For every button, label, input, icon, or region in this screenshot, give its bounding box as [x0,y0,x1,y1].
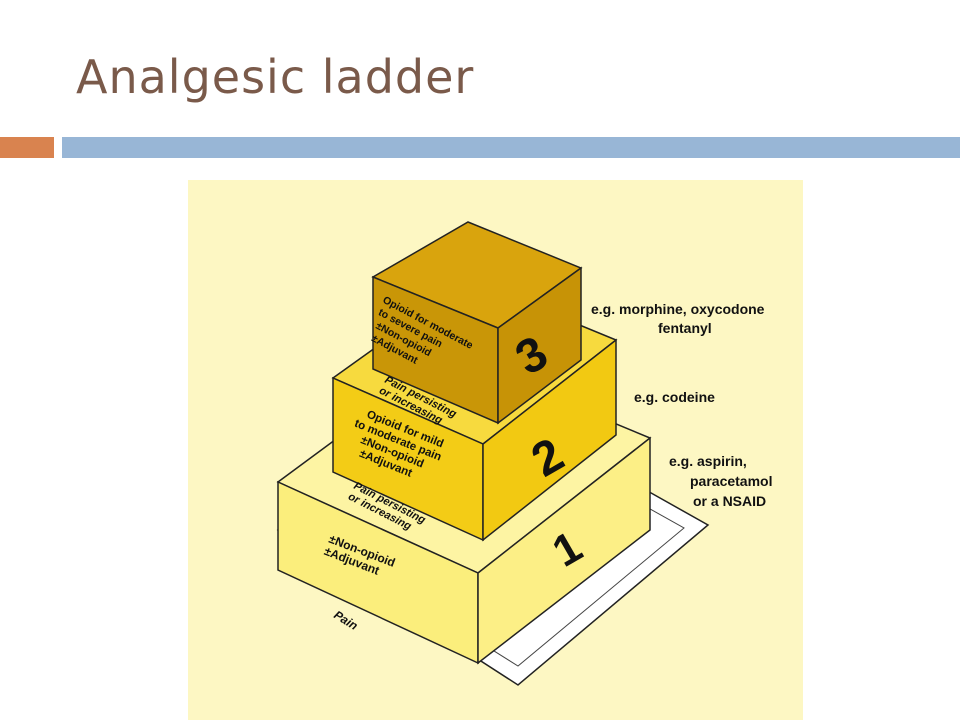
step3-side-face [497,266,582,425]
analgesic-ladder-figure: Pain 1 2 3 ±Non-opioid ±Adjuvant Pain pe… [188,180,803,720]
step1-examples: e.g. aspirin, paracetamol or a NSAID [669,453,776,509]
step3-examples: e.g. morphine, oxycodone fentanyl [591,301,768,336]
step2-side-face [482,338,617,542]
step1-example-line-1: e.g. aspirin, [669,453,747,469]
step1-example-line-3: or a NSAID [693,493,766,509]
step1-side-face [477,436,651,665]
step3-example-line-2: fentanyl [658,320,712,336]
step1-example-line-2: paracetamol [690,473,772,489]
title-accent-orange-bar [0,137,54,158]
step2-example-line-1: e.g. codeine [634,389,715,405]
step3-example-line-1: e.g. morphine, oxycodone [591,301,765,317]
analgesic-ladder-diagram: Pain 1 2 3 ±Non-opioid ±Adjuvant Pain pe… [276,221,776,686]
pain-base-label: Pain [331,608,360,633]
step2-examples: e.g. codeine [634,389,715,405]
title-accent-blue-bar [62,137,960,158]
slide-title: Analgesic ladder [76,50,475,104]
